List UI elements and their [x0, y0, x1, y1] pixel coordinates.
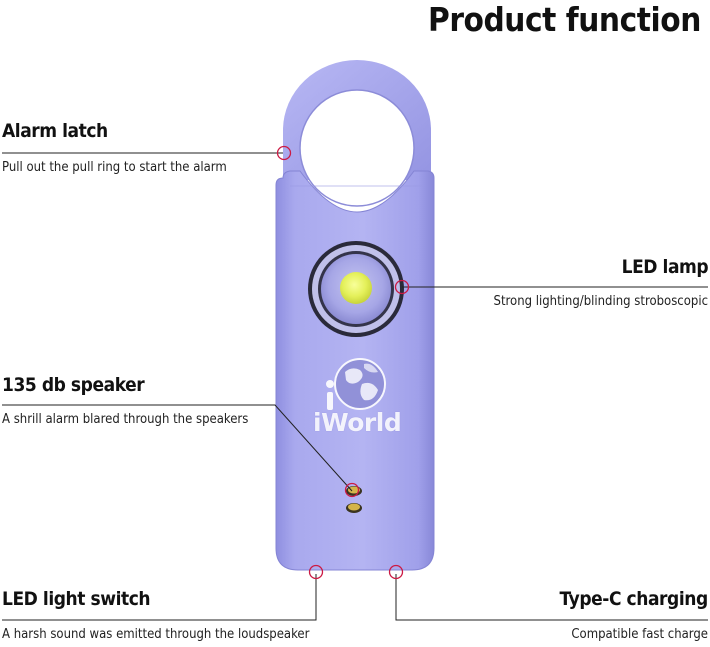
- led-switch-description: A harsh sound was emitted through the lo…: [2, 627, 310, 642]
- speaker-description: A shrill alarm blared through the speake…: [2, 412, 249, 427]
- led-switch-heading: LED light switch: [2, 588, 151, 610]
- page-title: Product function: [428, 0, 701, 39]
- callout-line-typec: [395, 574, 708, 621]
- callout-markers: [276, 145, 410, 580]
- globe-icon: [326, 358, 386, 410]
- alarm-latch-description: Pull out the pull ring to start the alar…: [2, 160, 227, 175]
- speaker-heading: 135 db speaker: [2, 374, 145, 396]
- brand-logo-text: iWorld: [313, 408, 402, 437]
- marker-led-switch: [308, 564, 324, 580]
- led-lamp-assembly: [308, 241, 404, 337]
- marker-type-c: [388, 564, 404, 580]
- led-bulb: [340, 272, 372, 304]
- alarm-latch-heading: Alarm latch: [2, 120, 108, 142]
- led-lamp-heading: LED lamp: [621, 256, 708, 278]
- marker-speaker: [344, 482, 360, 498]
- callout-line-switch: [2, 574, 317, 621]
- callout-lines: [2, 152, 708, 621]
- marker-alarm-latch: [276, 145, 292, 161]
- type-c-heading: Type-C charging: [559, 588, 709, 610]
- marker-led-lamp: [394, 279, 410, 295]
- type-c-description: Compatible fast charge: [571, 627, 708, 642]
- pull-ring: [283, 60, 431, 207]
- led-lamp-description: Strong lighting/blinding stroboscopic: [493, 294, 708, 309]
- callout-line-speaker: [2, 404, 353, 492]
